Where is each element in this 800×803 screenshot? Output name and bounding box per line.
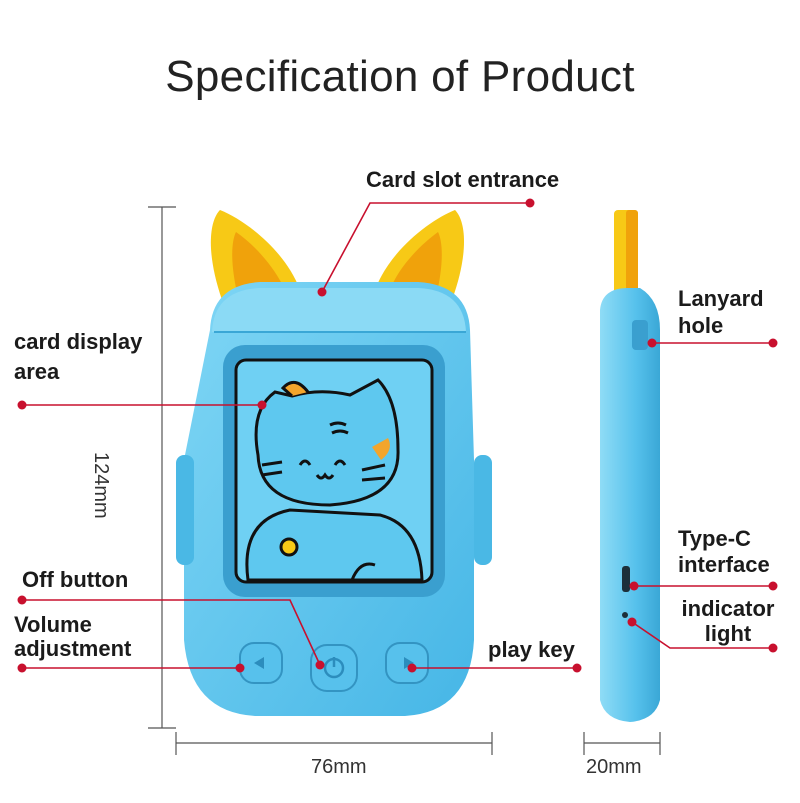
front-buttons [239,642,429,692]
label-volume-2: adjustment [14,636,132,661]
callout-lines [22,202,773,669]
label-lanyard-2: hole [678,313,724,338]
device-side [600,210,660,722]
label-lanyard-1: Lanyard [678,286,764,311]
label-typec-2: interface [678,552,770,577]
dimension-depth: 20mm [586,756,642,778]
cat-ears [210,210,465,300]
callout-dots [17,198,778,673]
label-card-display-2: area [14,359,60,384]
label-play-key: play key [488,637,575,662]
label-typec-1: Type-C [678,526,751,551]
dimension-width: 76mm [311,756,367,778]
cat-illustration [245,378,424,582]
label-indicator-1: indicator [681,596,775,621]
label-off-button: Off button [22,567,129,592]
label-volume-1: Volume [14,612,92,637]
page-title: Specification of Product [165,52,635,101]
dimension-lines [148,206,661,755]
dimension-height: 124mm [90,452,112,519]
label-card-display-1: card display [14,329,143,354]
label-card-slot: Card slot entrance [366,167,560,192]
label-indicator-2: light [704,621,752,646]
